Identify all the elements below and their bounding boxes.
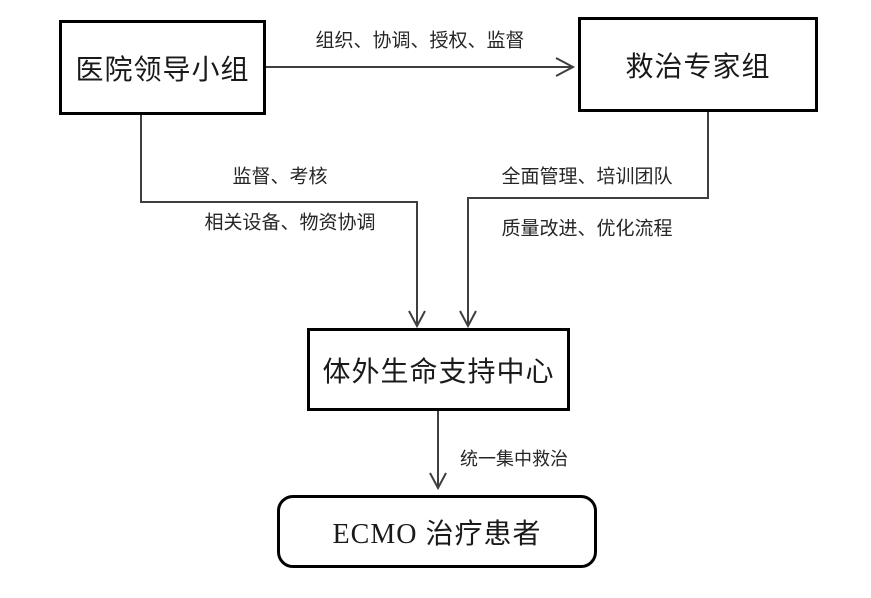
node-extracorporeal-life-support-center-label: 体外生命支持中心 bbox=[322, 356, 555, 388]
node-hospital-leadership-group: 医院领导小组 bbox=[59, 20, 266, 115]
edge-label-quality-improvement-process-optimization: 质量改进、优化流程 bbox=[499, 218, 675, 242]
edge-label-supervise-assess: 监督、考核 bbox=[230, 166, 330, 190]
node-ecmo-treatment-patients: ECMO 治疗患者 bbox=[277, 495, 597, 568]
edge-label-equipment-material-coordination: 相关设备、物资协调 bbox=[202, 212, 378, 236]
edge-experts-to-center-line bbox=[467, 112, 709, 324]
node-ecmo-treatment-patients-label: ECMO 治疗患者 bbox=[332, 518, 542, 550]
edge-label-unified-centralized-treatment: 统一集中救治 bbox=[458, 449, 570, 471]
node-treatment-expert-group: 救治专家组 bbox=[578, 17, 818, 112]
edge-leadership-to-center-line bbox=[140, 115, 418, 324]
edge-leadership-to-experts-arrowhead-icon bbox=[555, 57, 576, 77]
edge-leadership-to-center-arrowhead-icon bbox=[408, 310, 426, 329]
edge-center-to-patients-arrowhead-icon bbox=[429, 472, 447, 491]
node-hospital-leadership-group-label: 医院领导小组 bbox=[75, 54, 250, 86]
node-treatment-expert-group-label: 救治专家组 bbox=[625, 51, 771, 83]
edge-experts-to-center-arrowhead-icon bbox=[459, 310, 477, 329]
node-extracorporeal-life-support-center: 体外生命支持中心 bbox=[307, 328, 570, 411]
edge-label-overall-management-training-team: 全面管理、培训团队 bbox=[499, 166, 675, 190]
edge-label-organize-coordinate-authorize-supervise: 组织、协调、授权、监督 bbox=[313, 30, 527, 54]
